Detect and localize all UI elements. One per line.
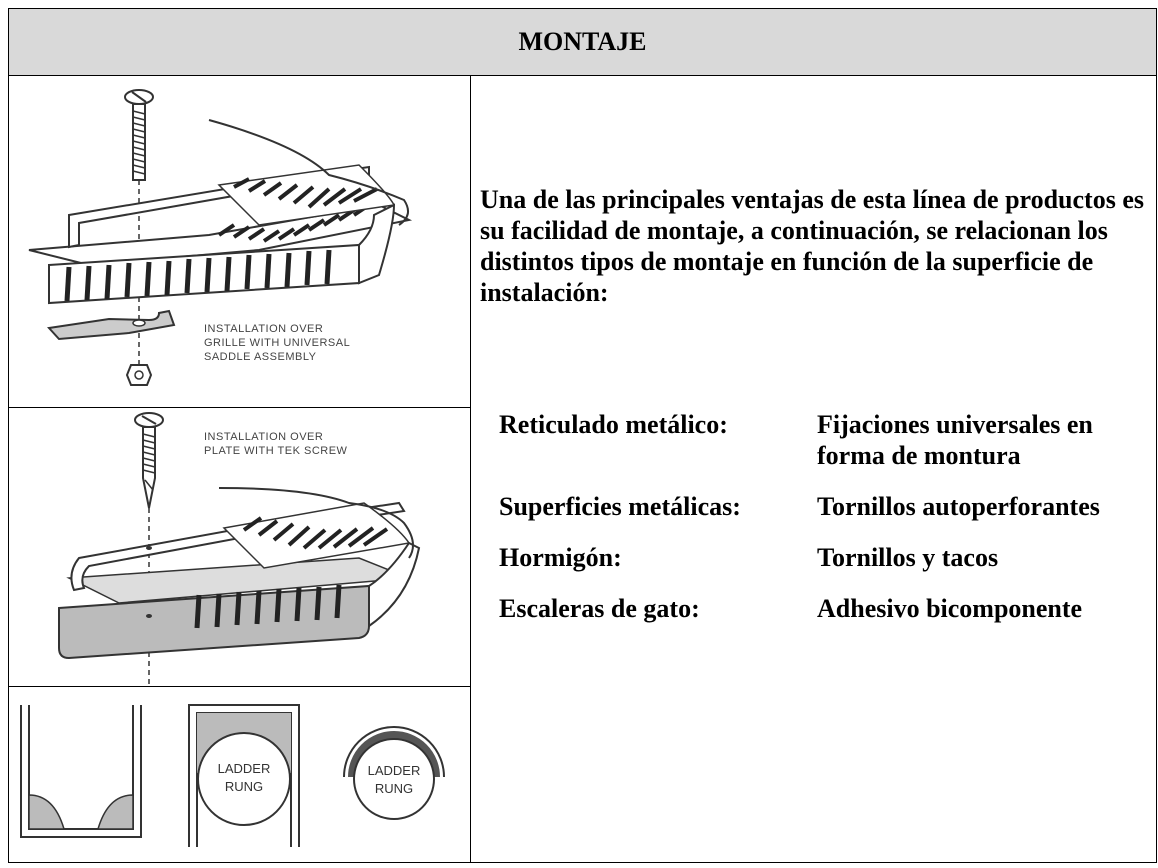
- surface-label: Reticulado metálico:: [499, 410, 728, 439]
- row-divider-1: [9, 407, 470, 408]
- ladder-label-square-line-1: LADDER: [218, 761, 271, 776]
- fixing-label: Tornillos y tacos: [817, 543, 999, 572]
- figure-tek-screw: INSTALLATION OVER PLATE WITH TEK SCREW: [9, 408, 470, 686]
- list-item: Hormigón: Tornillos y tacos: [499, 542, 1158, 573]
- surface-label: Superficies metálicas:: [499, 492, 741, 521]
- tek-screw-installation-illustration: INSTALLATION OVER PLATE WITH TEK SCREW: [58, 412, 421, 686]
- column-divider: [470, 75, 471, 862]
- saddle-caption-line-3: SADDLE ASSEMBLY: [204, 351, 317, 363]
- list-item: Reticulado metálico: Fijaciones universa…: [499, 409, 1158, 471]
- page-title: MONTAJE: [518, 27, 647, 56]
- tek-caption-line-2: PLATE WITH TEK SCREW: [204, 445, 348, 457]
- surface-label: Hormigón:: [499, 543, 622, 572]
- surface-label: Escaleras de gato:: [499, 594, 700, 623]
- tek-caption-line-1: INSTALLATION OVER: [204, 431, 323, 443]
- saddle-caption-line-2: GRILLE WITH UNIVERSAL: [204, 337, 350, 349]
- fixing-label: Fijaciones universales en forma de montu…: [817, 410, 1093, 470]
- ladder-rung-illustration: LADDER RUNG LADDER RUNG: [20, 704, 445, 847]
- ladder-label-square-line-2: RUNG: [225, 779, 263, 794]
- saddle-caption-line-1: INSTALLATION OVER: [204, 323, 323, 335]
- fixing-label: Tornillos autoperforantes: [817, 492, 1100, 521]
- figure-saddle-assembly: INSTALLATION OVER GRILLE WITH UNIVERSAL …: [9, 75, 470, 407]
- fixing-label: Adhesivo bicomponente: [817, 594, 1083, 623]
- row-divider-2: [9, 686, 470, 687]
- list-item: Superficies metálicas: Tornillos autoper…: [499, 491, 1158, 522]
- saddle-installation-illustration: INSTALLATION OVER GRILLE WITH UNIVERSAL …: [28, 89, 413, 386]
- ladder-label-arch-line-2: RUNG: [375, 781, 413, 796]
- intro-paragraph: Una de las principales ventajas de esta …: [480, 185, 1144, 307]
- mounting-types-list: Reticulado metálico: Fijaciones universa…: [499, 409, 1158, 644]
- ladder-label-arch-line-1: LADDER: [368, 763, 421, 778]
- list-item: Escaleras de gato: Adhesivo bicomponente: [499, 593, 1158, 624]
- table-header: MONTAJE: [9, 9, 1156, 76]
- figure-ladder-rungs: LADDER RUNG LADDER RUNG: [9, 687, 470, 863]
- montaje-table: MONTAJE: [8, 8, 1157, 863]
